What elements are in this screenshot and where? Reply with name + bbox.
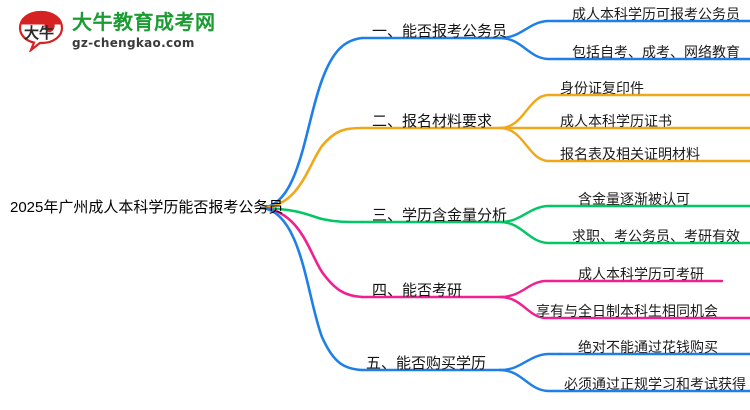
branch-1-leaf-2-link (498, 36, 562, 61)
trunk-branch-3 (260, 206, 364, 224)
mindmap-root-label[interactable]: 2025年广州成人本科学历能否报考公务员 (10, 199, 284, 216)
logo-text-block: 大牛教育成考网 gz-chengkao.com (72, 13, 216, 49)
daniu-bull-icon: 大牛 (18, 10, 64, 54)
leaf-label-4-2[interactable]: 享有与全日制本科生相同机会 (536, 303, 718, 319)
branch-2-leaf-3-link (498, 126, 562, 163)
leaf-label-3-1[interactable]: 含金量逐渐被认可 (578, 191, 690, 207)
leaf-label-2-2[interactable]: 成人本科学历证书 (560, 113, 672, 129)
leaf-label-2-1[interactable]: 身份证复印件 (560, 80, 644, 96)
branch-label-3[interactable]: 三、学历含金量分析 (372, 207, 508, 224)
leaf-label-5-1[interactable]: 绝对不能通过花钱购买 (578, 339, 718, 355)
branch-label-1[interactable]: 一、能否报考公务员 (372, 23, 508, 40)
logo-title: 大牛教育成考网 (72, 12, 216, 34)
trunk-branch-5 (260, 206, 364, 372)
branch-3-leaf-2-link (498, 220, 562, 245)
branch-1-leaf-1-link (498, 19, 562, 40)
branch-4-leaf-1-link (498, 279, 554, 299)
trunk-branch-2 (260, 126, 364, 210)
leaf-label-2-3[interactable]: 报名表及相关证明材料 (560, 146, 700, 162)
branch-3-leaf-1-link (498, 204, 562, 224)
branch-label-2[interactable]: 二、报名材料要求 (372, 113, 493, 130)
leaf-label-1-1[interactable]: 成人本科学历可报考公务员 (572, 6, 740, 22)
logo-subtitle: gz-chengkao.com (72, 36, 195, 50)
leaf-label-3-2[interactable]: 求职、考公务员、考研有效 (572, 228, 740, 244)
leaf-label-5-2[interactable]: 必须通过正规学习和考试获得 (564, 376, 746, 392)
branch-5-leaf-1-link (498, 352, 562, 372)
branch-2-leaf-1-link (498, 93, 562, 130)
branch-label-4[interactable]: 四、能否考研 (372, 282, 463, 299)
svg-text:大牛: 大牛 (24, 24, 54, 42)
branch-5-leaf-2-link (498, 368, 562, 393)
leaf-label-4-1[interactable]: 成人本科学历可考研 (578, 266, 704, 282)
branch-label-5[interactable]: 五、能否购买学历 (366, 355, 487, 372)
leaf-label-1-2[interactable]: 包括自考、成考、网络教育 (572, 44, 740, 60)
branch-4-leaf-2-link (498, 295, 554, 320)
trunk-branch-1 (260, 36, 364, 210)
site-logo[interactable]: 大牛 大牛教育成考网 gz-chengkao.com (18, 10, 216, 54)
trunk-branch-4 (260, 206, 364, 299)
